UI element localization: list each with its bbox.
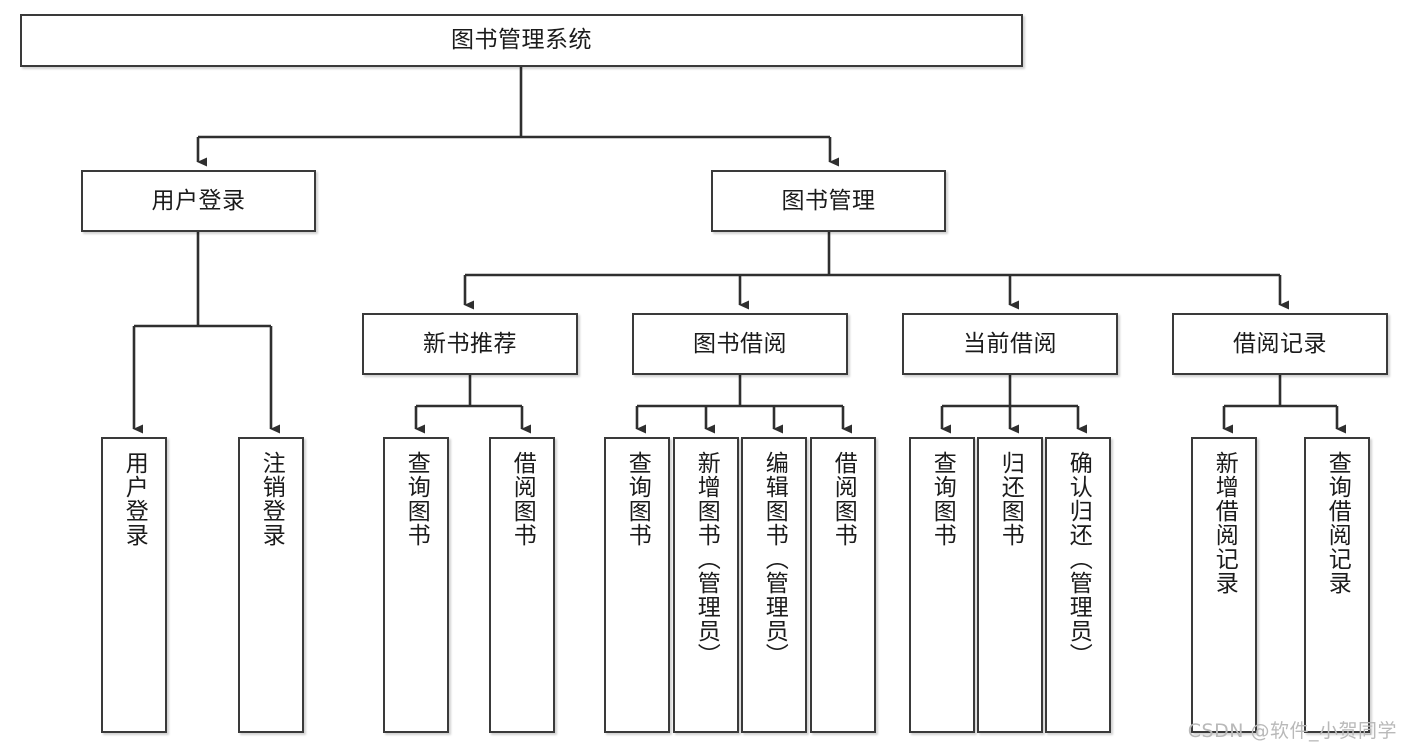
leaf-edit-book-admin[interactable]: 编辑图书（管理员）	[741, 437, 807, 733]
node-current-borrow[interactable]: 当前借阅	[902, 313, 1118, 375]
leaf-query-book-new[interactable]: 查询图书	[383, 437, 449, 733]
leaf-add-book-admin[interactable]: 新增图书（管理员）	[673, 437, 739, 733]
leaf-query-borrow-record[interactable]: 查询借阅记录	[1304, 437, 1370, 733]
node-label: 新书推荐	[423, 330, 517, 357]
node-label: 用户登录	[151, 187, 246, 214]
node-label: 确认归还（管理员）	[1065, 451, 1092, 667]
node-label: 注销登录	[258, 451, 285, 547]
node-label: 借阅图书	[509, 451, 536, 547]
watermark-text: CSDN @软件_小贺同学	[1187, 720, 1397, 742]
node-label: 新增借阅记录	[1211, 451, 1238, 595]
node-label: 编辑图书（管理员）	[761, 451, 788, 667]
leaf-borrow-book-new[interactable]: 借阅图书	[489, 437, 555, 733]
node-label: 当前借阅	[963, 330, 1057, 357]
node-label: 新增图书（管理员）	[693, 451, 720, 667]
node-label: 图书管理系统	[451, 27, 592, 53]
node-label: 查询图书	[403, 451, 430, 547]
node-label: 归还图书	[997, 451, 1024, 547]
node-root-system[interactable]: 图书管理系统	[20, 14, 1023, 67]
node-label: 图书管理	[781, 187, 876, 214]
leaf-borrow-book[interactable]: 借阅图书	[810, 437, 876, 733]
node-label: 图书借阅	[693, 330, 787, 357]
leaf-add-borrow-record[interactable]: 新增借阅记录	[1191, 437, 1257, 733]
leaf-return-book[interactable]: 归还图书	[977, 437, 1043, 733]
leaf-confirm-return-admin[interactable]: 确认归还（管理员）	[1045, 437, 1111, 733]
leaf-user-login[interactable]: 用户登录	[101, 437, 167, 733]
node-borrow-record[interactable]: 借阅记录	[1172, 313, 1388, 375]
node-label: 用户登录	[121, 451, 148, 547]
node-label: 查询图书	[929, 451, 956, 547]
node-label: 借阅图书	[830, 451, 857, 547]
node-new-book-recommend[interactable]: 新书推荐	[362, 313, 578, 375]
node-user-login[interactable]: 用户登录	[81, 170, 316, 232]
node-book-borrow[interactable]: 图书借阅	[632, 313, 848, 375]
leaf-query-book[interactable]: 查询图书	[604, 437, 670, 733]
leaf-user-logout[interactable]: 注销登录	[238, 437, 304, 733]
leaf-query-book-current[interactable]: 查询图书	[909, 437, 975, 733]
node-label: 查询图书	[624, 451, 651, 547]
node-book-management[interactable]: 图书管理	[711, 170, 946, 232]
node-label: 查询借阅记录	[1324, 451, 1351, 595]
node-label: 借阅记录	[1233, 330, 1327, 357]
